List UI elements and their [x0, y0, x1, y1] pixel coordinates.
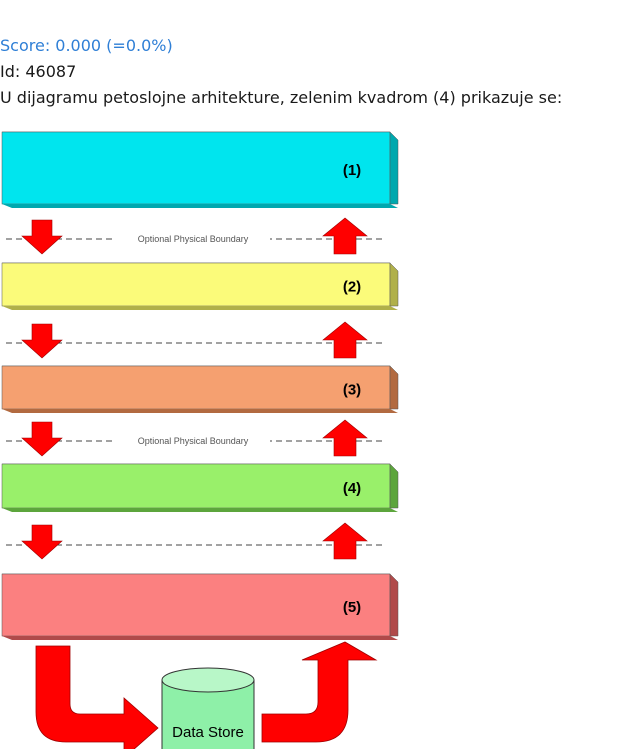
layer-4: (4)	[1, 463, 399, 512]
layer-front-face	[1, 365, 391, 410]
layer-side-face	[389, 262, 399, 307]
layer-side-face	[389, 463, 399, 509]
layer-bottom-face	[2, 204, 398, 208]
data-store-out-arrow	[261, 641, 378, 743]
layer-label: (4)	[343, 480, 361, 497]
boundary-label: Optional Physical Boundary	[138, 234, 249, 244]
question-id: Id: 46087	[0, 62, 77, 81]
layer-label: (2)	[343, 279, 361, 296]
down-arrow-4	[21, 524, 63, 560]
layer-side-face	[389, 365, 399, 410]
layer-bottom-face	[2, 508, 398, 512]
layer-label: (1)	[343, 162, 361, 179]
layer-label: (5)	[343, 599, 361, 616]
layer-2: (2)	[1, 262, 399, 310]
layer-1: (1)	[1, 131, 399, 208]
data-store-top	[161, 667, 255, 693]
physical-boundary-3: Optional Physical Boundary	[6, 435, 384, 447]
up-arrow-2	[322, 321, 368, 359]
layer-bottom-face	[2, 306, 398, 310]
up-arrow-3	[322, 419, 368, 457]
layer-bottom-face	[2, 636, 398, 640]
up-arrow-1	[322, 217, 368, 255]
layer-bottom-face	[2, 409, 398, 413]
boundary-label: Optional Physical Boundary	[138, 436, 249, 446]
layer-front-face	[1, 463, 391, 509]
boundary-label-bg	[116, 435, 270, 447]
physical-boundary-1: Optional Physical Boundary	[6, 233, 384, 245]
down-arrow-3	[21, 421, 63, 457]
layer-side-face	[389, 573, 399, 637]
layer-label: (3)	[343, 382, 361, 399]
data-store-label: Data Store	[172, 724, 244, 741]
five-layer-architecture-diagram: (1) (2) (3) (4) (5) Optional Physical Boundar…	[0, 130, 410, 749]
score-text: Score: 0.000 (=0.0%)	[0, 36, 173, 55]
question-text: U dijagramu petoslojne arhitekture, zele…	[0, 88, 563, 107]
layer-5: (5)	[1, 573, 399, 640]
layer-3: (3)	[1, 365, 399, 413]
boundary-label-bg	[116, 233, 270, 245]
layer-front-face	[1, 131, 391, 205]
down-arrow-2	[21, 323, 63, 359]
layer-front-face	[1, 262, 391, 307]
layer-front-face	[1, 573, 391, 637]
up-arrow-4	[322, 522, 368, 560]
data-store: Data Store	[161, 667, 255, 749]
data-store-in-arrow	[35, 645, 159, 749]
down-arrow-1	[21, 219, 63, 255]
layer-side-face	[389, 131, 399, 205]
